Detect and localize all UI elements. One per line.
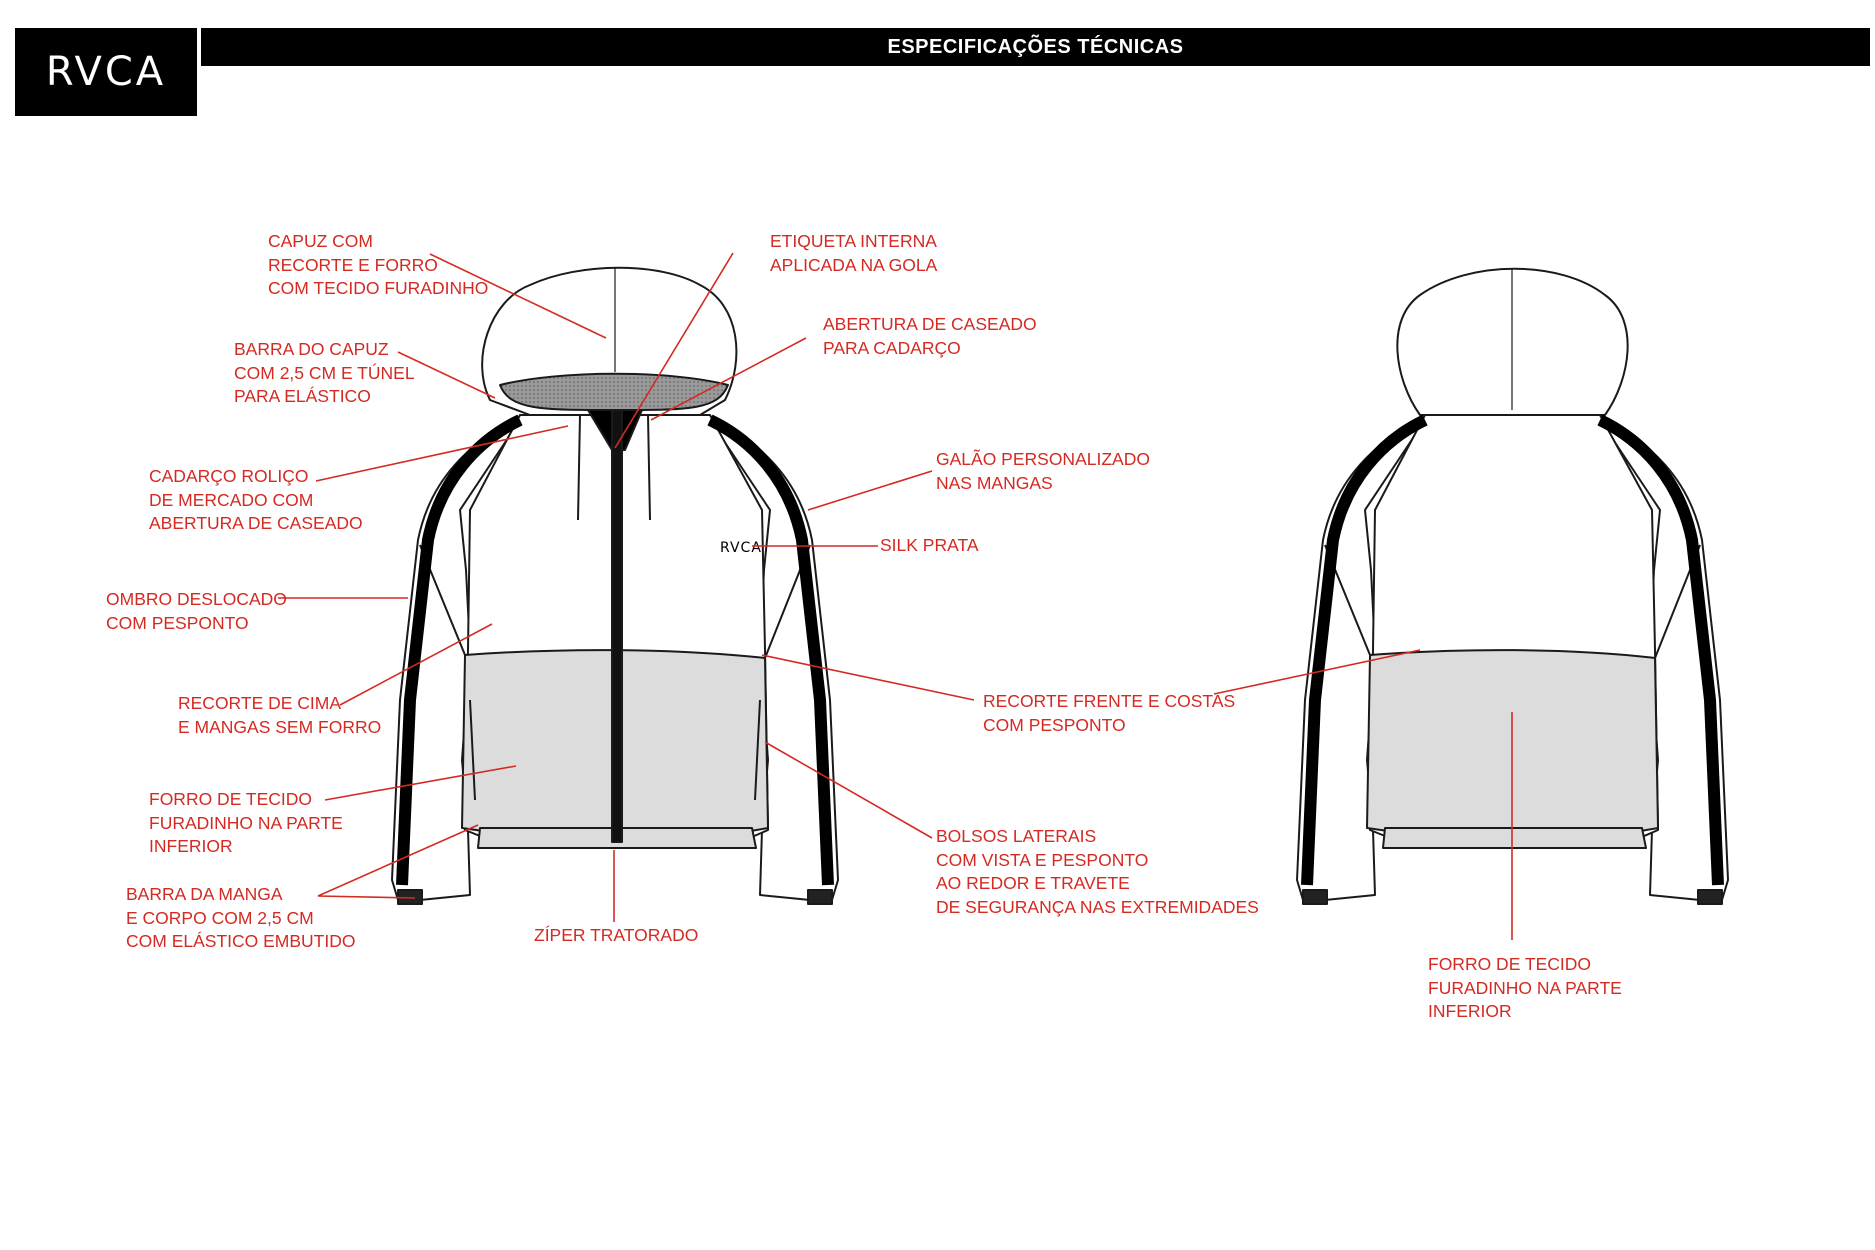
annotation-silk: SILK PRATA [880, 535, 979, 555]
leader-lines [278, 252, 1513, 940]
front-left-taping [396, 414, 523, 886]
svg-text:RVCA: RVCA [46, 49, 166, 95]
header-bar: ESPECIFICAÇÕES TÉCNICAS [201, 28, 1870, 66]
back-hem-band [1382, 827, 1647, 849]
chest-print-text: RVCA [720, 540, 762, 556]
annotation-zipper: ZÍPER TRATORADO [534, 925, 699, 945]
rvca-logo-icon: RVCA [46, 49, 166, 95]
brand-logo: RVCA [15, 28, 197, 116]
front-jacket [391, 266, 839, 905]
back-right-taping [1597, 414, 1724, 886]
front-right-taping [707, 414, 834, 886]
page-title: ESPECIFICAÇÕES TÉCNICAS [887, 36, 1184, 58]
front-hood-opening [499, 372, 729, 411]
back-left-taping [1301, 414, 1428, 886]
